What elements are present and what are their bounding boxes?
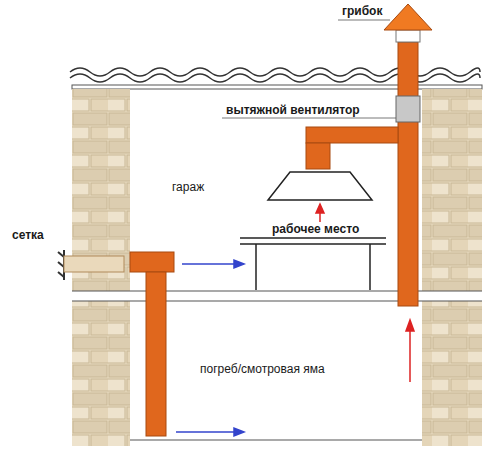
mesh xyxy=(58,272,64,277)
ceiling xyxy=(72,85,482,89)
part-label: рабочее место xyxy=(270,222,361,236)
floor-line xyxy=(72,300,482,301)
cap xyxy=(384,4,432,30)
table xyxy=(369,244,371,290)
hood xyxy=(268,172,372,200)
brick-wall xyxy=(422,89,482,291)
table xyxy=(255,244,257,290)
area-label: погреб/смотровая яма xyxy=(198,362,327,376)
leader-line xyxy=(222,118,396,119)
brick-wall xyxy=(422,301,482,446)
duct xyxy=(306,127,398,143)
pit-floor xyxy=(130,439,422,440)
table xyxy=(240,237,386,239)
part-label: грибок xyxy=(340,4,384,18)
brick-wall xyxy=(72,301,130,446)
exhaust-pipe xyxy=(398,42,418,306)
floor-line xyxy=(72,290,482,291)
exhaust-fan xyxy=(396,96,420,122)
table xyxy=(240,243,386,245)
intake-pipe xyxy=(146,272,166,436)
mesh xyxy=(58,262,64,267)
intake-pipe xyxy=(130,252,174,272)
part-label: сетка xyxy=(10,228,46,242)
part-label: вытяжной вентилятор xyxy=(224,103,362,117)
leader-line xyxy=(338,20,390,21)
intake-pipe xyxy=(64,256,124,272)
duct xyxy=(306,143,330,169)
cap-collar xyxy=(396,30,420,42)
area-label: гараж xyxy=(170,180,206,194)
airflow-arrow xyxy=(176,260,244,436)
mesh xyxy=(58,252,64,257)
